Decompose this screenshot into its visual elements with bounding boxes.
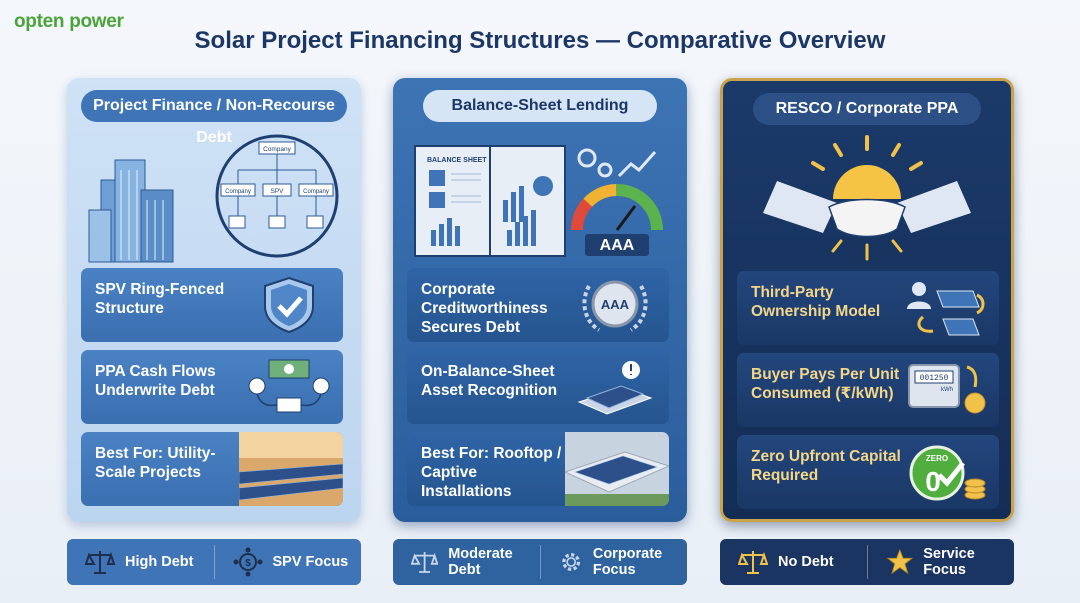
rooftop-photo: [565, 432, 669, 506]
card-label: PPA Cash Flows Underwrite Debt: [95, 363, 216, 399]
card-label: Best For: Utility-Scale Projects: [95, 445, 216, 481]
card-corporate-creditworthiness: Corporate Creditworthiness Secures Debt …: [407, 268, 669, 342]
scale-icon: [85, 551, 115, 574]
card-on-balance-sheet: On-Balance-Sheet Asset Recognition: [407, 350, 669, 424]
footer-item-debt: No Debt: [720, 539, 867, 585]
buildings-icon: [88, 159, 174, 263]
footer-project-finance: High Debt $ SPV Focus: [67, 539, 361, 585]
scale-icon: [738, 551, 768, 574]
shield-check-icon: [264, 276, 314, 334]
footer-balance-sheet: Moderate Debt Corporate Focus: [393, 539, 687, 585]
panel-balance-sheet: Balance-Sheet Lending BALANCE SHEET AAA: [393, 78, 687, 522]
ownership-icon: [907, 282, 985, 336]
card-label: Best For: Rooftop / Captive Installation…: [421, 445, 562, 500]
aaa-badge-text: AAA: [601, 297, 630, 312]
scale-icon: [411, 552, 439, 573]
balance-sheet-illustration: BALANCE SHEET AAA: [407, 130, 673, 266]
footer-item-focus: $ SPV Focus: [213, 545, 362, 579]
diagram-company-right: Company: [303, 189, 329, 195]
book-label: BALANCE SHEET: [427, 157, 487, 164]
meter-icon: 001250 kWh: [908, 364, 986, 414]
meter-unit: kWh: [941, 387, 953, 393]
diagram-company-left: Company: [225, 189, 251, 195]
footer-label: SPV Focus: [272, 554, 349, 570]
page-title: Solar Project Financing Structures — Com…: [194, 27, 886, 54]
footer-item-debt: Moderate Debt: [393, 539, 540, 585]
handshake-icon: [763, 135, 971, 261]
footer-label: Corporate Focus: [592, 546, 663, 578]
panel-title: RESCO / Corporate PPA: [752, 93, 982, 125]
brand-logo: opten power: [14, 11, 124, 32]
card-buyer-pays: Buyer Pays Per Unit Consumed (₹/kWh) 001…: [737, 353, 999, 427]
dollar-network-icon: $: [233, 547, 262, 577]
card-label: Corporate Creditworthiness Secures Debt: [421, 281, 548, 336]
project-finance-illustration: Company Company SPV Company: [81, 130, 347, 266]
footer-label: Service Focus: [923, 546, 975, 578]
panel-resco: RESCO / Corporate PPA Third-Party Owners…: [720, 78, 1014, 522]
card-spv-ring-fenced: SPV Ring-Fenced Structure: [81, 268, 343, 342]
resco-illustration: [737, 133, 997, 269]
card-zero-upfront: Zero Upfront Capital Required ZERO 0: [737, 435, 999, 509]
footer-item-debt: High Debt: [67, 539, 214, 585]
gauge-label: AAA: [600, 237, 635, 254]
card-ppa-cash-flows: PPA Cash Flows Underwrite Debt: [81, 350, 343, 424]
card-label: SPV Ring-Fenced Structure: [95, 281, 225, 317]
meter-reading: 001250: [920, 374, 949, 383]
footer-label: Moderate Debt: [448, 546, 513, 578]
zero-badge-icon: ZERO 0: [909, 445, 986, 501]
footer-label: No Debt: [778, 554, 834, 570]
gear-icon: [561, 553, 580, 571]
diagram-company-top: Company: [263, 146, 292, 153]
footer-label: High Debt: [125, 554, 194, 570]
card-third-party-ownership: Third-Party Ownership Model: [737, 271, 999, 345]
svg-text:$: $: [245, 558, 251, 569]
footer-item-focus: Corporate Focus: [539, 545, 688, 579]
star-icon: [886, 548, 913, 575]
card-best-for-rooftop: Best For: Rooftop / Captive Installation…: [407, 432, 669, 506]
rooftop-panel-icon: [577, 361, 653, 415]
zero-badge-digit: 0: [925, 466, 941, 497]
zero-badge-word: ZERO: [926, 454, 948, 463]
footer-resco: No Debt Service Focus: [720, 539, 1014, 585]
aaa-badge-icon: AAA: [582, 280, 648, 332]
spv-diagram: Company Company SPV Company: [215, 134, 339, 258]
utility-solar-photo: [239, 432, 343, 506]
card-label: On-Balance-Sheet Asset Recognition: [421, 363, 558, 399]
balance-sheet-book-icon: BALANCE SHEET AAA: [414, 145, 663, 257]
card-best-for-utility: Best For: Utility-Scale Projects: [81, 432, 343, 506]
card-label: Third-Party Ownership Model: [751, 284, 881, 320]
panel-project-finance: Project Finance / Non-Recourse Debt: [67, 78, 361, 522]
footer-item-focus: Service Focus: [866, 545, 1015, 579]
card-label: Buyer Pays Per Unit Consumed (₹/kWh): [751, 366, 900, 402]
panel-title: Project Finance / Non-Recourse Debt: [81, 90, 347, 146]
panel-title: Balance-Sheet Lending: [422, 90, 658, 122]
card-label: Zero Upfront Capital Required: [751, 448, 901, 484]
cash-flow-icon: [248, 359, 330, 413]
diagram-spv: SPV: [270, 188, 284, 195]
